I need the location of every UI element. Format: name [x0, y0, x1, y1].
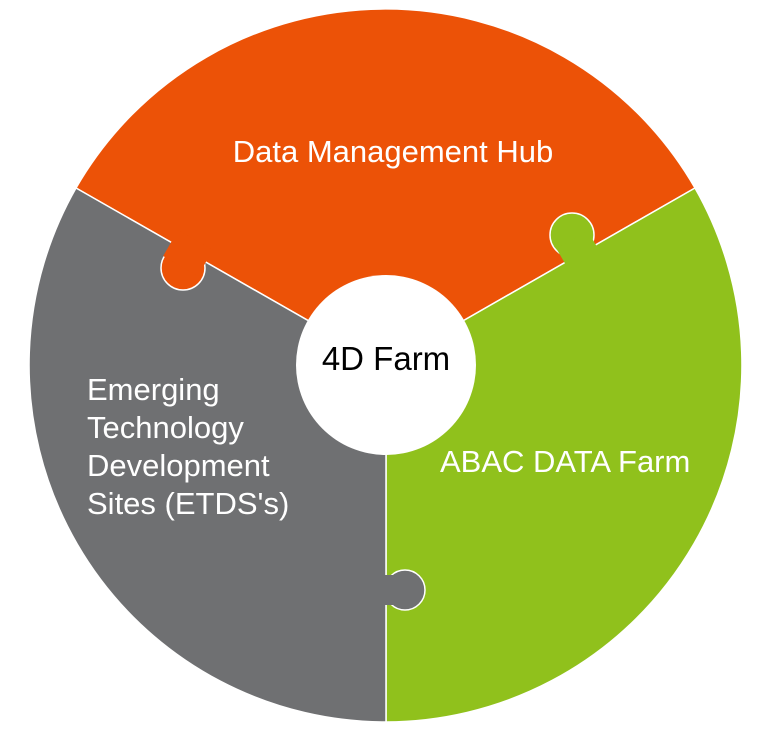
segment-etds: [28, 186, 387, 723]
center-label: 4D Farm: [321, 340, 451, 377]
segment-abac-data-farm: [385, 186, 743, 723]
etds-line-2: Technology: [87, 410, 244, 445]
center-circle: [296, 275, 476, 455]
segment-label-data-management-hub: Data Management Hub: [232, 134, 554, 169]
segment-label-etds: Emerging Technology Development Sites (E…: [87, 371, 289, 523]
etds-line-1: Emerging: [87, 372, 220, 407]
etds-line-3: Development: [87, 448, 270, 483]
segment-label-abac-data-farm: ABAC DATA Farm: [440, 444, 691, 479]
etds-line-4: Sites (ETDS's): [87, 486, 290, 521]
